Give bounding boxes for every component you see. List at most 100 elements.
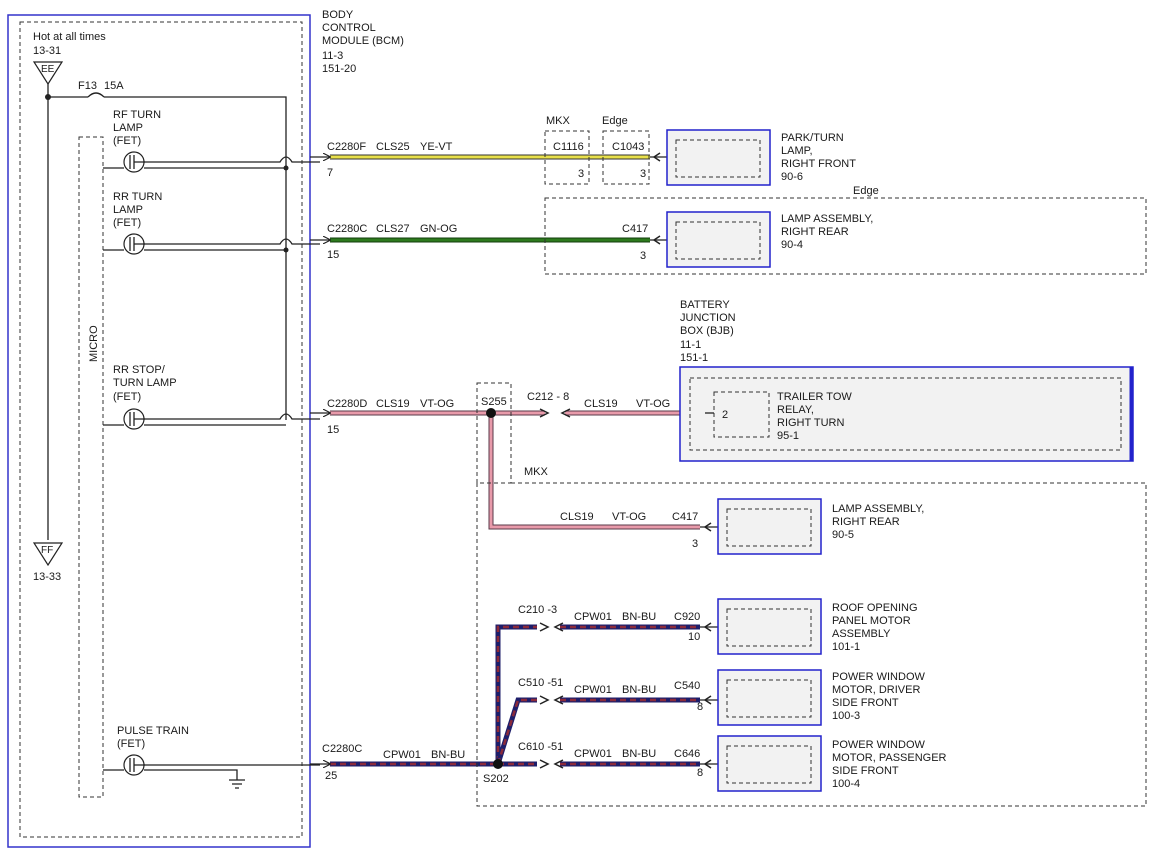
- fet-label-rf-turn: RF TURN LAMP (FET): [113, 109, 164, 147]
- svg-text:CPW01: CPW01: [574, 611, 612, 623]
- fet-rr-turn: [103, 233, 145, 255]
- s255-splice: [486, 408, 496, 418]
- bus-ee-symbol: EE: [32, 61, 64, 86]
- bus-ff-ref: 13-33: [33, 571, 61, 583]
- wire-pink-cls19: [330, 410, 705, 530]
- svg-text:BN-BU: BN-BU: [622, 748, 656, 760]
- fuse-rating: 15A: [104, 80, 124, 92]
- fet-pulse-train: [103, 754, 145, 776]
- branch-circuit: CLS19: [560, 511, 594, 523]
- fet-label-rr-stop-turn: RR STOP/ TURN LAMP (FET): [113, 364, 179, 403]
- svg-text:VT-OG: VT-OG: [420, 398, 454, 410]
- fet-label-rr-turn: RR TURN LAMP (FET): [113, 191, 165, 229]
- branch-color: VT-OG: [612, 511, 646, 523]
- fuse-symbol: [87, 92, 105, 98]
- svg-text:BN-BU: BN-BU: [431, 749, 465, 761]
- ground-symbol: [229, 779, 245, 789]
- c417b-pin: 3: [692, 538, 698, 550]
- relay-pin: 2: [722, 409, 728, 421]
- fet-rr-stop-turn: [103, 408, 145, 430]
- c1116-label: C1116: [553, 141, 584, 153]
- c417a-label: C417: [622, 223, 648, 235]
- svg-text:CPW01: CPW01: [574, 684, 612, 696]
- c1116-box: [544, 130, 590, 185]
- edge-top-label: Edge: [602, 115, 628, 127]
- c212-color: VT-OG: [636, 398, 670, 410]
- mkx-region-label: MKX: [524, 466, 549, 478]
- component-roof-opening-panel-motor: [700, 598, 822, 655]
- svg-text:C2280C: C2280C: [327, 223, 367, 235]
- svg-text:C920: C920: [674, 611, 700, 623]
- bjb-label: BATTERY JUNCTION BOX (BJB) 11-1 151-1: [680, 299, 739, 364]
- label-lamp-assembly-rr-mkx: LAMP ASSEMBLY, RIGHT REAR 90-5: [832, 503, 927, 541]
- c1116-pin: 3: [578, 168, 584, 180]
- svg-text:BN-BU: BN-BU: [622, 611, 656, 623]
- fuse-feed-wire: [104, 96, 287, 420]
- c1043-label: C1043: [612, 141, 644, 153]
- bcm-module: [7, 14, 311, 848]
- svg-text:C210 -3: C210 -3: [518, 604, 557, 616]
- mkx-top-label: MKX: [546, 115, 571, 127]
- s255-box: [476, 382, 512, 484]
- purple-branch-labels: C210 -3 CPW01 BN-BU C920 10 C510 -51 CPW…: [518, 604, 703, 779]
- label-power-window-driver: POWER WINDOW MOTOR, DRIVER SIDE FRONT 10…: [832, 671, 928, 722]
- svg-text:EE: EE: [41, 64, 55, 75]
- bus-ff-symbol: FF: [32, 542, 64, 567]
- svg-text:C510 -51: C510 -51: [518, 677, 563, 689]
- edge-region-label: Edge: [853, 185, 879, 197]
- svg-text:C2280C: C2280C: [322, 743, 362, 755]
- c212-connector: [539, 408, 571, 418]
- svg-text:GN-OG: GN-OG: [420, 223, 457, 235]
- bus-splice-1: [283, 165, 289, 171]
- svg-text:C610 -51: C610 -51: [518, 741, 563, 753]
- bcm-title: BODY CONTROL MODULE (BCM) 11-3 151-20: [322, 9, 407, 75]
- bus-splice-2: [283, 247, 289, 253]
- svg-text:C646: C646: [674, 748, 700, 760]
- component-power-window-driver: [700, 669, 822, 726]
- bcm-connectors: C2280F CLS25 YE-VT 7 C2280C CLS27 GN-OG …: [322, 141, 465, 782]
- c417b-label: C417: [672, 511, 698, 523]
- micro-box: [78, 136, 104, 798]
- svg-text:CPW01: CPW01: [574, 748, 612, 760]
- s255-label: S255: [481, 396, 507, 408]
- c212-label: C212 - 8: [527, 391, 569, 403]
- svg-text:CLS27: CLS27: [376, 223, 410, 235]
- svg-text:15: 15: [327, 424, 339, 436]
- bcm-connector-arrows: [310, 157, 330, 764]
- label-park-turn-lamp-rf: PARK/TURN LAMP, RIGHT FRONT 90-6: [781, 132, 859, 183]
- fet-rf-turn: [103, 151, 145, 173]
- inline-connector-marks: [539, 622, 564, 769]
- svg-text:7: 7: [327, 167, 333, 179]
- component-power-window-passenger: [700, 735, 822, 792]
- fuse-name: F13: [78, 80, 97, 92]
- svg-text:C2280D: C2280D: [327, 398, 367, 410]
- svg-text:C2280F: C2280F: [327, 141, 366, 153]
- svg-text:CPW01: CPW01: [383, 749, 421, 761]
- wire-purple-cpw01: [330, 624, 700, 767]
- component-lamp-assembly-rr-edge: [650, 211, 771, 268]
- hot-ref: 13-31: [33, 45, 61, 57]
- c417a-pin: 3: [640, 250, 646, 262]
- mkx-region-box: [476, 482, 1147, 807]
- fet-label-pulse-train: PULSE TRAIN (FET): [117, 725, 192, 750]
- s202-splice: [493, 759, 503, 769]
- component-lamp-assembly-rr-mkx: [700, 498, 822, 555]
- c1043-box: [602, 130, 650, 185]
- label-roof-opening-panel-motor: ROOF OPENING PANEL MOTOR ASSEMBLY 101-1: [832, 602, 921, 653]
- svg-text:FF: FF: [41, 545, 53, 556]
- svg-text:10: 10: [688, 631, 700, 643]
- component-park-turn-lamp-rf: [650, 129, 771, 186]
- svg-text:15: 15: [327, 249, 339, 261]
- svg-text:CLS19: CLS19: [376, 398, 410, 410]
- svg-text:8: 8: [697, 767, 703, 779]
- svg-text:CLS25: CLS25: [376, 141, 410, 153]
- svg-text:BN-BU: BN-BU: [622, 684, 656, 696]
- svg-text:25: 25: [325, 770, 337, 782]
- svg-text:8: 8: [697, 701, 703, 713]
- svg-text:YE-VT: YE-VT: [420, 141, 453, 153]
- fet-output-wires: [144, 156, 320, 789]
- component-bjb-trailer-relay: [679, 366, 1134, 462]
- label-trailer-tow-relay: TRAILER TOW RELAY, RIGHT TURN 95-1: [777, 391, 855, 442]
- micro-label: MICRO: [88, 325, 100, 362]
